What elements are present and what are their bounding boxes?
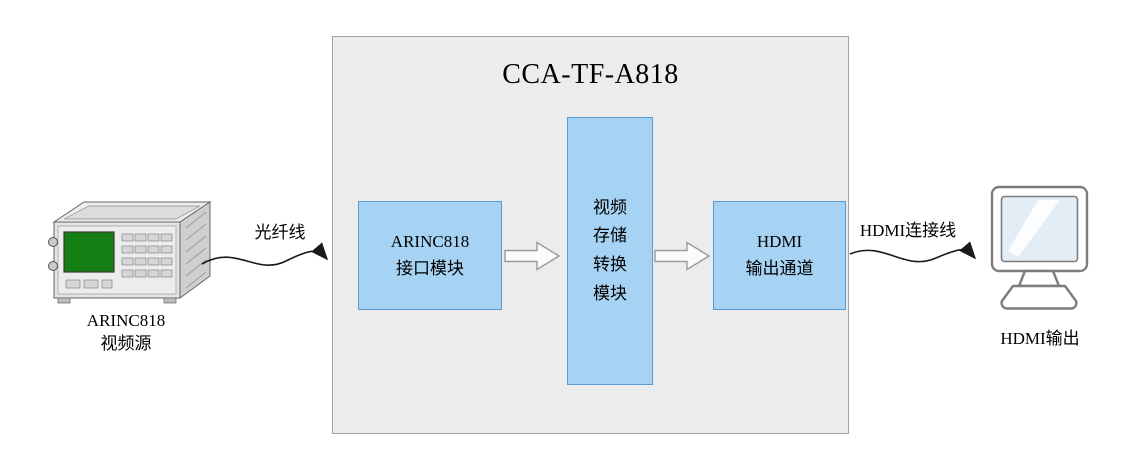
monitor-icon (990, 185, 1089, 310)
hdmi-cable-arrow (849, 241, 977, 263)
module-arinc818-interface-line2: 接口模块 (396, 258, 464, 278)
device-top-panel (63, 205, 201, 220)
block-arrow-2 (654, 241, 711, 271)
cca-tf-a818-enclosure: CCA-TF-A818 ARINC818 接口模块 视频 存储 转换 模块 HD… (332, 36, 849, 434)
block-arrow-1 (504, 241, 561, 271)
fiber-cable-arrow (201, 242, 329, 266)
hdmi-cable-label: HDMI连接线 (859, 221, 957, 240)
hdmi-cable-line (849, 241, 977, 263)
fiber-cable-line (201, 242, 329, 266)
source-device-label-line2: 视频源 (100, 333, 152, 353)
module-arinc818-interface-line1: ARINC818 (390, 232, 470, 252)
module-hdmi-output-channel: HDMI 输出通道 (713, 201, 846, 310)
module-video-storage-line4: 模块 (593, 283, 627, 303)
module-video-storage-line2: 存储 (593, 226, 627, 246)
fiber-cable-label: 光纤线 (254, 223, 306, 242)
module-arinc818-interface: ARINC818 接口模块 (358, 201, 502, 310)
device-keypad (65, 233, 173, 289)
module-video-storage-line3: 转换 (593, 255, 627, 274)
enclosure-title: CCA-TF-A818 (502, 59, 679, 90)
monitor-neck (1017, 269, 1061, 288)
block-arrow-2-shape (654, 241, 711, 271)
monitor-screen-glare (1008, 200, 1060, 257)
monitor-base (1000, 284, 1078, 310)
device-screen (63, 231, 115, 273)
module-video-storage-conversion: 视频 存储 转换 模块 (567, 117, 653, 385)
device-knob-bottom (48, 261, 58, 271)
module-hdmi-output-line1: HDMI (756, 232, 803, 252)
module-hdmi-output-line2: 输出通道 (745, 258, 814, 278)
block-arrow-1-shape (504, 241, 561, 271)
module-video-storage-line1: 视频 (593, 197, 627, 217)
hdmi-output-label: HDMI输出 (1000, 329, 1080, 348)
device-knob-top (48, 237, 58, 247)
source-device-label: ARINC818 视频源 (36, 310, 216, 356)
source-device-label-line1: ARINC818 (86, 311, 166, 330)
arinc818-test-equipment-icon (48, 201, 212, 304)
